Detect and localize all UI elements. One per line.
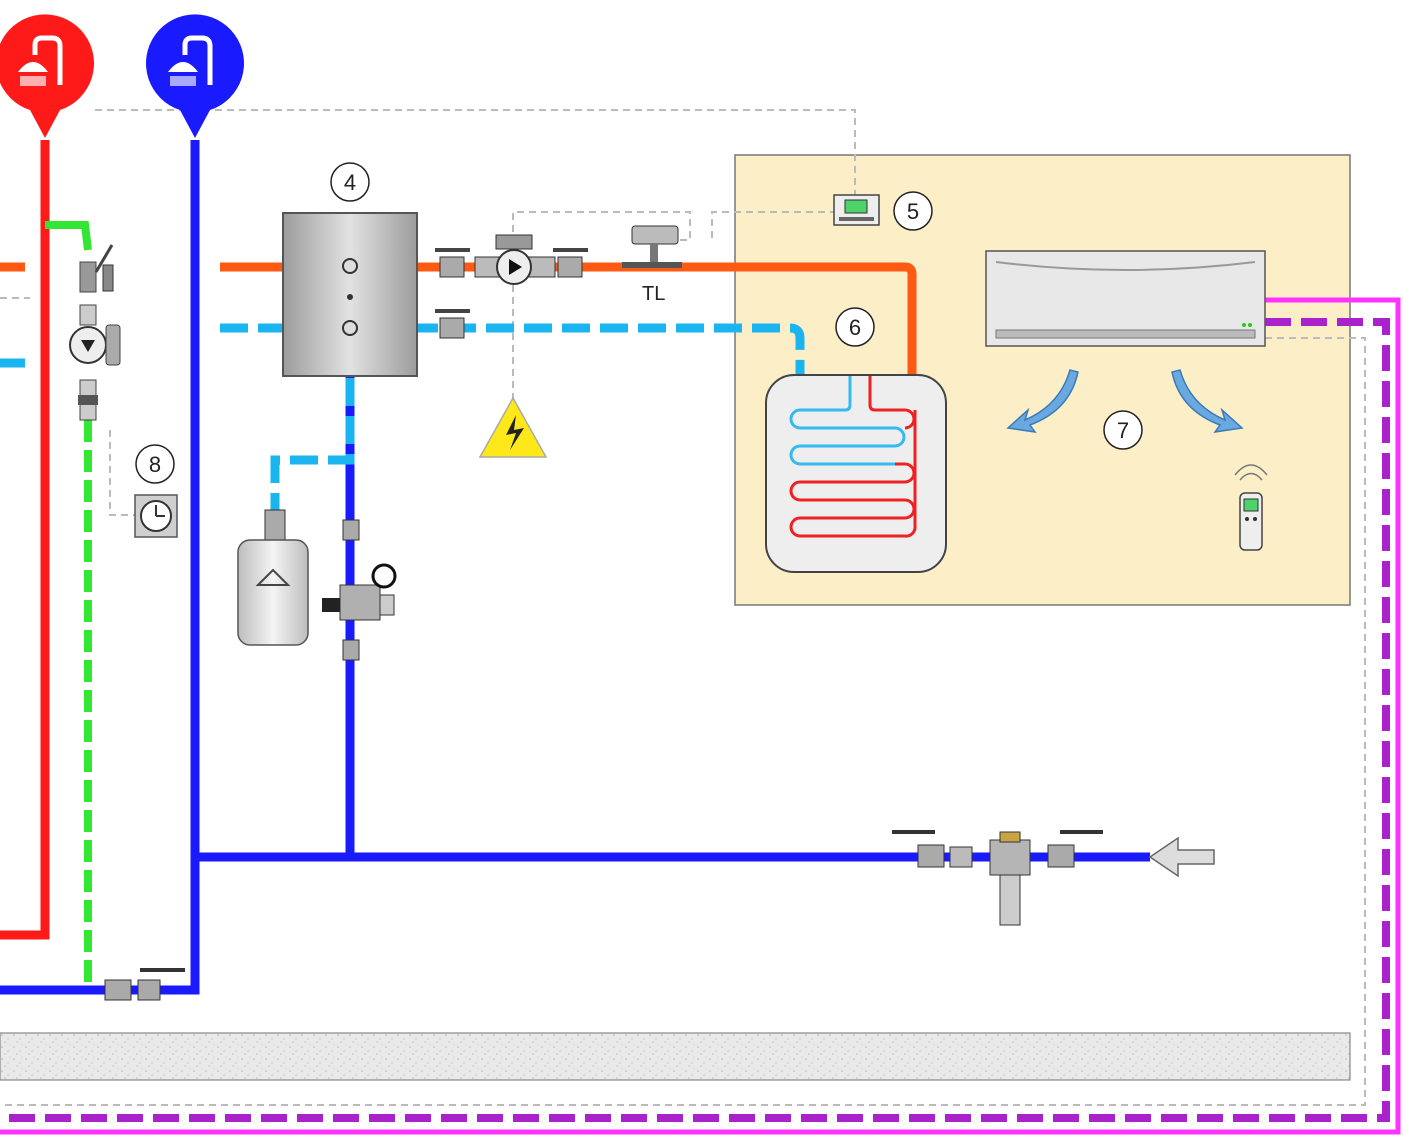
electric-hazard-icon	[478, 396, 548, 458]
storage-tank-icon	[282, 212, 418, 377]
room-thermostat-icon	[833, 194, 880, 226]
callout-6-label: 6	[849, 315, 861, 340]
inlet-arrow-icon	[1148, 836, 1215, 878]
circulation-pump-icon	[474, 234, 556, 285]
timer-clock-icon	[134, 494, 178, 538]
pressure-reducer-icon	[892, 830, 1103, 926]
limit-thermostat-icon	[622, 225, 682, 268]
bottom-valve-icon	[104, 968, 185, 1001]
callout-4-label: 4	[344, 170, 356, 195]
hot-water-pipe	[0, 140, 50, 940]
refrigerant-lines	[0, 297, 1401, 1135]
safety-group-icon	[322, 519, 397, 661]
air-flow-left-arrow	[1006, 369, 1079, 434]
callout-5-label: 5	[907, 199, 919, 224]
limit-thermostat-label: TL	[642, 283, 665, 305]
split-ac-unit-icon	[985, 250, 1266, 347]
callout-6: 6	[835, 307, 875, 347]
callout-4: 4	[330, 162, 370, 202]
air-flow-right-arrow	[1171, 369, 1244, 434]
callout-8-label: 8	[149, 452, 161, 477]
floor-slab	[0, 1032, 1351, 1081]
underfloor-heating-icon	[765, 374, 947, 573]
callout-7-label: 7	[1117, 418, 1129, 443]
expansion-vessel-icon	[237, 509, 309, 646]
hot-shower-icon	[0, 14, 94, 138]
callout-8: 8	[135, 444, 175, 484]
callout-7: 7	[1103, 410, 1143, 450]
recirculation-pump-icon	[69, 244, 121, 421]
remote-control-icon	[1234, 464, 1268, 551]
recirculation-pipe	[45, 221, 92, 251]
cold-shower-icon	[146, 14, 244, 138]
flow-valves	[435, 248, 588, 339]
heating-return-pipe	[410, 323, 805, 378]
callout-5: 5	[893, 191, 933, 231]
heating-flow-pipe	[410, 262, 917, 378]
